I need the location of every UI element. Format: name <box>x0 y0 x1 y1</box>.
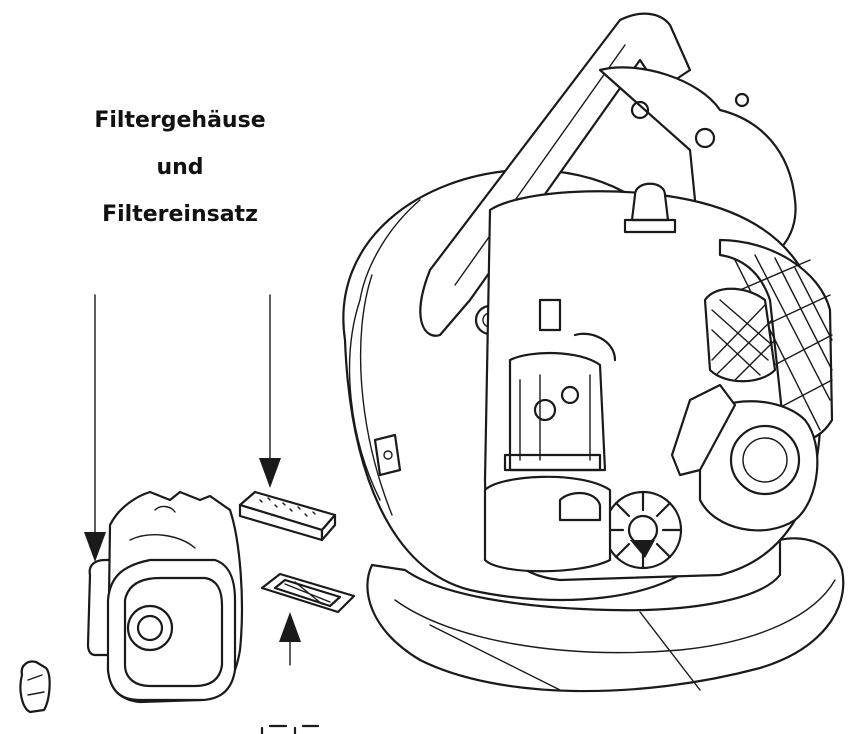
filter-insert <box>238 490 337 542</box>
arrow-to-grid <box>279 612 301 666</box>
filter-grid <box>260 572 356 614</box>
cropped-text-fragment <box>260 724 320 734</box>
filter-knob <box>19 660 51 714</box>
label-filter-housing: Filtergehäuse <box>94 108 266 133</box>
label-filter-insert: Filtereinsatz <box>102 202 258 227</box>
arrow-to-housing <box>84 294 106 562</box>
leaf-blower-engine <box>342 12 845 693</box>
arrow-to-insert <box>259 294 281 488</box>
filter-housing <box>86 490 244 704</box>
label-and: und <box>156 155 204 180</box>
